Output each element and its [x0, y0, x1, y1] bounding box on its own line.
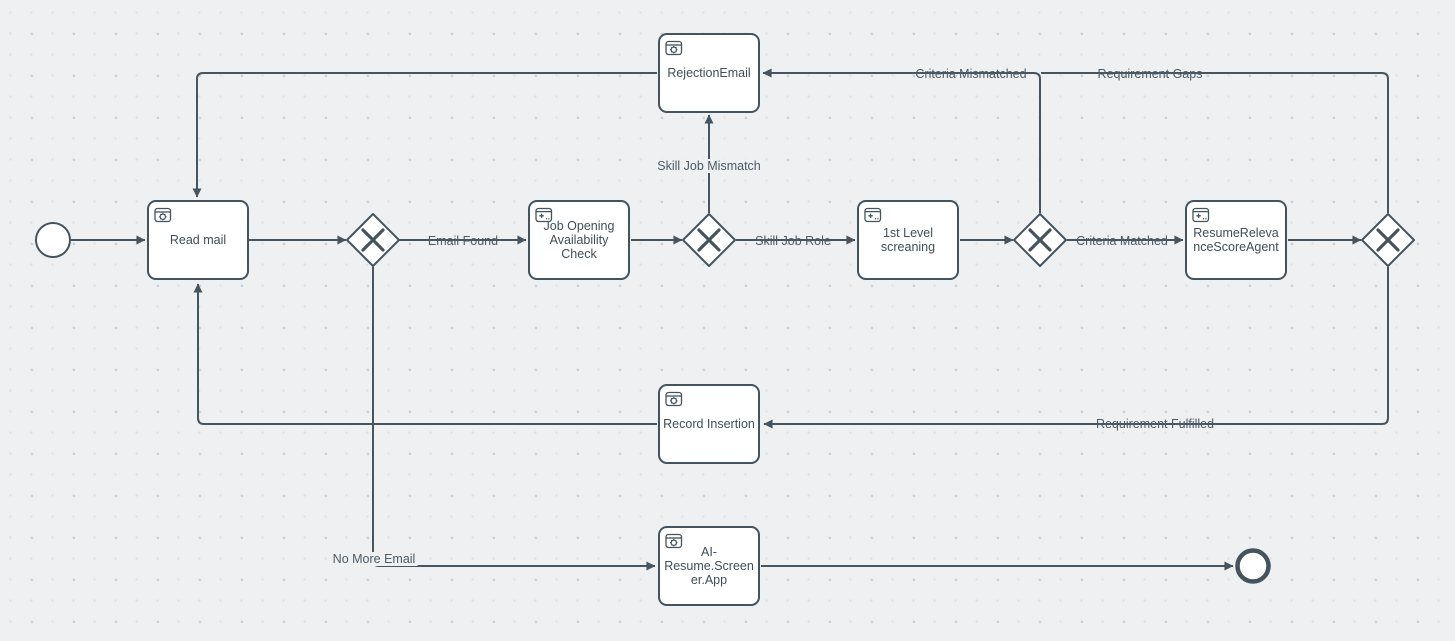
task-label: ResumeRelevanceScoreAgent — [1193, 226, 1279, 254]
task-label: Record Insertion — [663, 417, 755, 431]
window-plus-icon — [535, 207, 553, 223]
exclusive-gateway-final[interactable] — [1361, 213, 1415, 267]
end-event[interactable] — [1235, 548, 1271, 584]
edge-label-criteria-mismatched[interactable]: Criteria Mismatched — [915, 67, 1027, 81]
flow-criteria-mismatched[interactable] — [762, 68, 1041, 213]
task-ai-resume-screener-app[interactable]: AI-Resume.Screener.App — [658, 526, 760, 606]
edge-label-requirement-gaps[interactable]: Requirement Gaps — [1097, 67, 1203, 81]
flow-no-more-email[interactable] — [372, 267, 656, 571]
start-event[interactable] — [35, 222, 71, 258]
service-gear-icon — [665, 40, 683, 56]
task-label: AI-Resume.Screener.App — [664, 545, 754, 587]
task-read-mail[interactable]: Read mail — [147, 200, 249, 280]
edge-label-email-found[interactable]: Email Found — [427, 234, 499, 248]
task-label: Job Opening Availability Check — [543, 219, 615, 261]
task-label: RejectionEmail — [667, 66, 751, 80]
flow-rejection-to-read-mail[interactable] — [192, 72, 657, 198]
task-rejection-email[interactable]: RejectionEmail — [658, 33, 760, 113]
edge-label-requirement-fulfilled[interactable]: Requirement Fulfilled — [1095, 417, 1215, 431]
edge-label-skill-job-mismatch[interactable]: Skill Job Mismatch — [655, 159, 763, 173]
task-job-opening-check[interactable]: Job Opening Availability Check — [528, 200, 630, 280]
flow-requirement-fulfilled[interactable] — [763, 267, 1389, 429]
window-plus-icon — [864, 207, 882, 223]
task-first-level-screening[interactable]: 1st Level screaning — [857, 200, 959, 280]
window-plus-icon — [1192, 207, 1210, 223]
task-label: Read mail — [169, 233, 227, 247]
edge-label-skill-job-role[interactable]: Skill Job Role — [755, 234, 831, 248]
flow-record-to-read-mail[interactable] — [193, 283, 657, 425]
exclusive-gateway-email[interactable] — [346, 213, 400, 267]
task-record-insertion[interactable]: Record Insertion — [658, 384, 760, 464]
service-gear-icon — [665, 533, 683, 549]
edge-label-criteria-matched[interactable]: Criteria Matched — [1076, 234, 1168, 248]
edge-label-no-more-email[interactable]: No More Email — [330, 552, 418, 566]
exclusive-gateway-skill[interactable] — [682, 213, 736, 267]
task-resume-relevance-agent[interactable]: ResumeRelevanceScoreAgent — [1185, 200, 1287, 280]
service-gear-icon — [665, 391, 683, 407]
task-label: 1st Level screaning — [880, 226, 936, 254]
service-gear-icon — [154, 207, 172, 223]
flow-requirement-gaps[interactable] — [1041, 72, 1389, 213]
exclusive-gateway-criteria[interactable] — [1013, 213, 1067, 267]
